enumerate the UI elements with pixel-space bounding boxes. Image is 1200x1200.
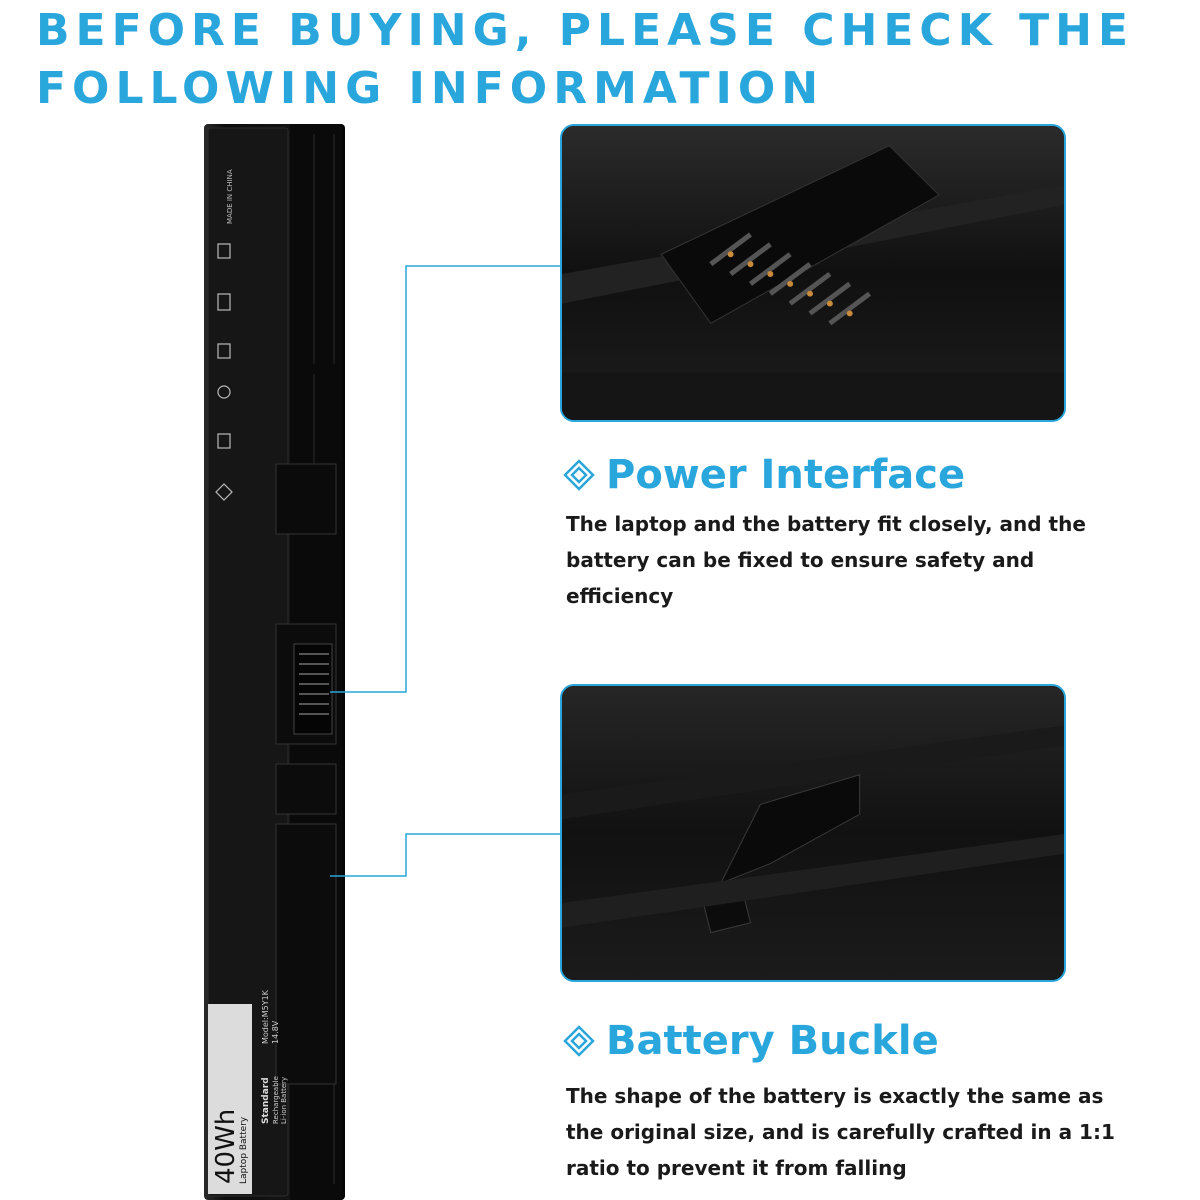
battery-rechargeable-label: Rechargeable: [272, 1076, 280, 1124]
connector-line-buckle: [330, 833, 560, 877]
battery-voltage-label: 14.8V: [271, 1020, 280, 1044]
battery-type-label: Laptop Battery: [239, 1116, 249, 1184]
battery-model-label: Model:M5Y1K: [261, 989, 270, 1044]
feature-title-power-interface: Power Interface: [562, 452, 965, 498]
battery-image: 40Wh Laptop Battery Standard Rechargeabl…: [204, 124, 345, 1200]
power-interface-photo: [560, 124, 1066, 422]
battery-made-in-label: MADE IN CHINA: [226, 169, 234, 224]
feature-title-text: Battery Buckle: [606, 1018, 939, 1064]
feature-desc-line: ratio to prevent it from falling: [566, 1156, 907, 1180]
diamond-icon: [563, 459, 595, 491]
battery-capacity-label: 40Wh: [211, 1109, 241, 1184]
feature-title-battery-buckle: Battery Buckle: [562, 1018, 939, 1064]
headline-line-1: BEFORE BUYING, PLEASE CHECK THE: [36, 5, 1135, 56]
page-headline: BEFORE BUYING, PLEASE CHECK THE FOLLOWIN…: [36, 2, 1186, 118]
feature-desc-line: the original size, and is carefully craf…: [566, 1120, 1115, 1144]
headline-line-2: FOLLOWING INFORMATION: [36, 63, 825, 114]
feature-desc-line: efficiency: [566, 584, 674, 608]
feature-desc-line: The shape of the battery is exactly the …: [566, 1084, 1104, 1108]
battery-standard-label: Standard: [261, 1077, 271, 1124]
feature-title-text: Power Interface: [606, 452, 966, 498]
diamond-icon: [563, 1025, 595, 1057]
feature-description-power-interface: The laptop and the battery fit closely, …: [566, 506, 1166, 614]
feature-description-battery-buckle: The shape of the battery is exactly the …: [566, 1078, 1166, 1186]
battery-buckle-photo: [560, 684, 1066, 982]
battery-chem-label: Li-ion Battery: [280, 1077, 288, 1124]
feature-desc-line: The laptop and the battery fit closely, …: [566, 512, 1086, 536]
feature-desc-line: battery can be fixed to ensure safety an…: [566, 548, 1035, 572]
connector-line-power: [330, 265, 560, 693]
